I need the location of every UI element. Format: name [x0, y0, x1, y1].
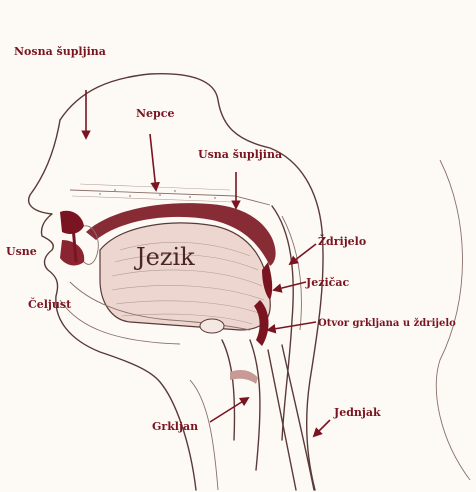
- arrow-jednjak: [314, 420, 330, 436]
- label-otvor-grkljana: Otvor grkljana u ždrijelo: [318, 318, 456, 329]
- arrow-nepce: [150, 134, 156, 190]
- label-nepce: Nepce: [136, 107, 174, 120]
- label-usne: Usne: [6, 245, 37, 258]
- hyoid-bone: [200, 319, 224, 333]
- label-usna-supljina: Usna šupljina: [198, 148, 282, 161]
- label-jezik: Jezik: [133, 243, 195, 271]
- label-celjust: Čeljust: [28, 297, 72, 311]
- label-grkljan: Grkljan: [152, 420, 198, 433]
- label-jednjak: Jednjak: [333, 406, 381, 419]
- label-nosna-supljina: Nosna šupljina: [14, 45, 106, 58]
- larynx: [222, 340, 260, 470]
- tongue: [100, 223, 270, 330]
- hard-palate: [70, 190, 270, 205]
- pharynx-wall: [272, 206, 293, 440]
- lower-lip: [60, 240, 84, 265]
- label-jezicac: Jezičac: [305, 276, 349, 289]
- arrow-grkljan: [210, 398, 248, 422]
- vocal-folds: [230, 370, 258, 384]
- label-zdrijelo: Ždrijelo: [318, 234, 366, 248]
